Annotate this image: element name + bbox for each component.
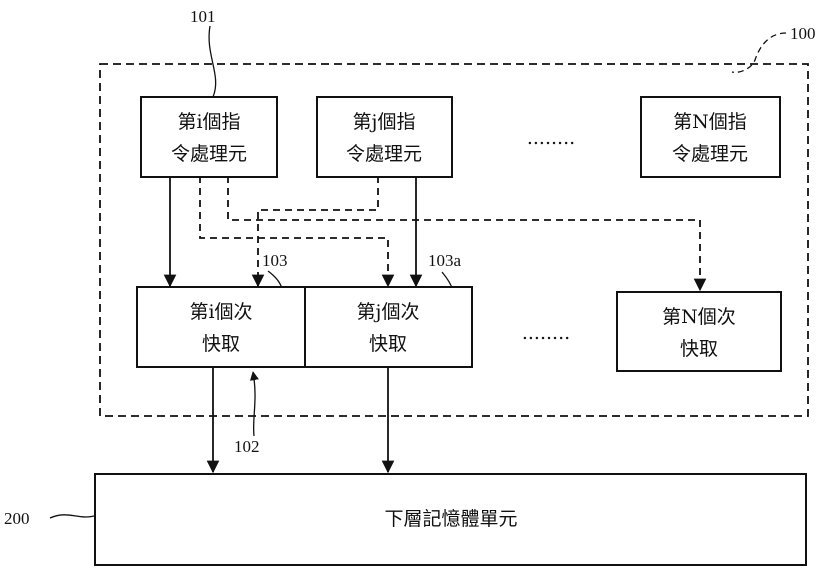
ref-200: 200 [4,509,30,528]
memory-unit-label: 下層記憶體單元 [384,508,517,530]
ref-102: 102 [234,437,260,456]
cache-n-line1: 第N個次 [662,306,736,328]
cache-j-line2: 快取 [369,333,407,355]
cache-j: 第j個次 快取 [304,286,473,368]
leader-101 [208,25,217,98]
processor-j-line2: 令處理元 [346,143,422,165]
leader-102 [249,371,259,437]
leader-100 [731,32,787,74]
processor-n-line1: 第N個指 [673,111,747,133]
processor-n-line2: 令處理元 [672,143,748,165]
ref-103a: 103a [428,251,462,270]
processor-i-line2: 令處理元 [171,143,247,165]
processor-ellipsis: ........ [527,127,575,149]
cache-j-line1: 第j個次 [357,301,420,323]
memory-unit: 下層記憶體單元 [94,473,807,566]
ref-101: 101 [190,7,216,26]
processor-n: 第N個指 令處理元 [640,96,781,178]
leader-200 [49,514,95,519]
dash-proc-i-to-cache-j [199,176,395,288]
processor-j: 第j個指 令處理元 [316,96,453,178]
ref-100: 100 [790,24,816,43]
system-boundary-100 [99,63,809,417]
processor-j-line1: 第j個指 [353,111,416,133]
dash-proc-i-to-cache-n [227,176,707,292]
ref-103: 103 [262,251,288,270]
cache-n: 第N個次 快取 [616,291,782,372]
cache-i-line1: 第i個次 [189,301,252,323]
processor-i-line1: 第i個指 [177,111,240,133]
cache-i-line2: 快取 [202,333,240,355]
cache-n-line2: 快取 [680,338,718,360]
cache-ellipsis: ........ [522,322,570,344]
processor-i: 第i個指 令處理元 [140,96,278,178]
cache-i: 第i個次 快取 [136,286,306,368]
dash-proc-j-to-cache-i [251,176,379,288]
